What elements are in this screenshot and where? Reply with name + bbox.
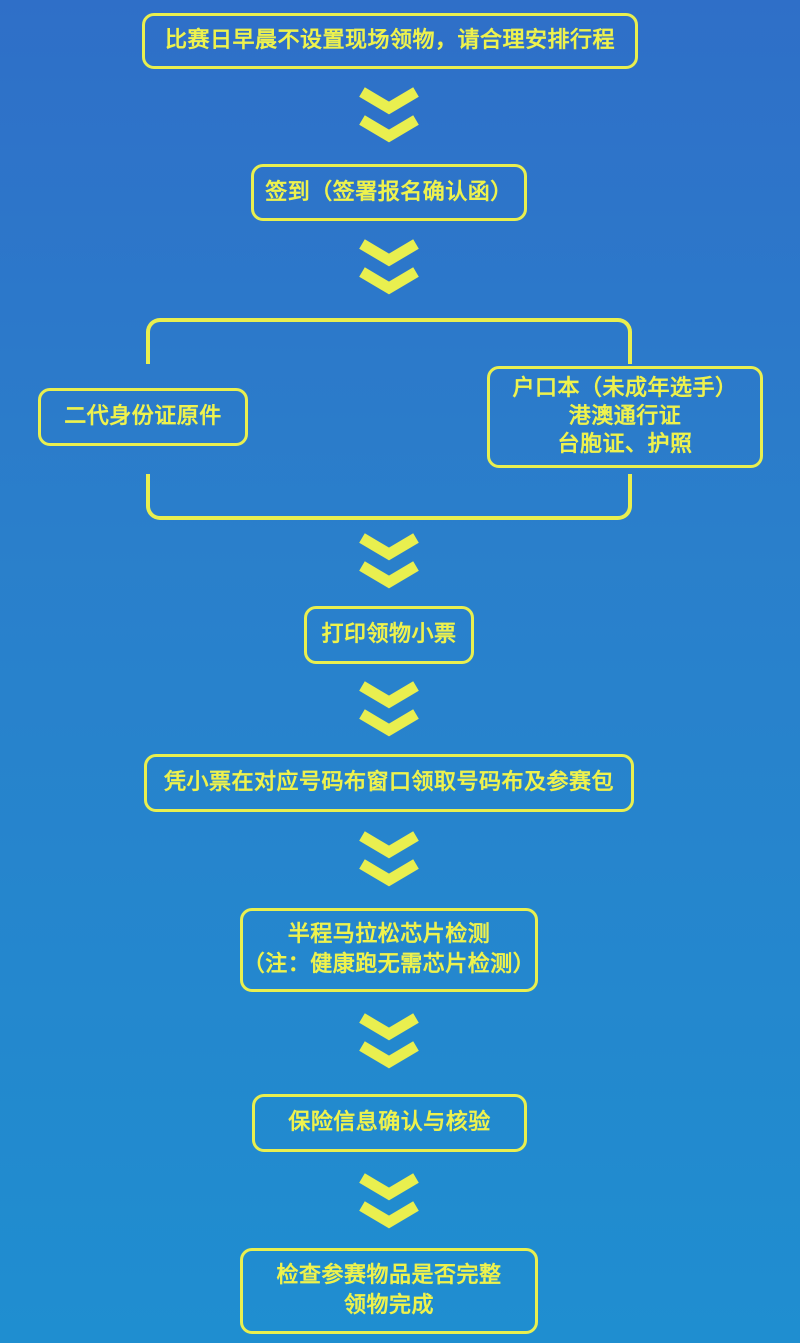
step-notice-text: 比赛日早晨不设置现场领物，请合理安排行程	[164, 28, 615, 53]
step-notice-box: 比赛日早晨不设置现场领物，请合理安排行程	[142, 13, 638, 69]
step-final-check-line-2: 领物完成	[343, 1293, 434, 1318]
step-checkin-text: 签到（签署报名确认函）	[265, 179, 513, 205]
id-option-left-text: 二代身份证原件	[64, 404, 222, 429]
step-collect-bib-text: 凭小票在对应号码布窗口领取号码布及参赛包	[163, 770, 614, 795]
chevron-down-double-icon	[359, 239, 419, 295]
chevron-down-double-icon	[359, 1013, 419, 1069]
chevron-down-double-icon	[359, 87, 419, 143]
step-checkin-box: 签到（签署报名确认函）	[251, 164, 527, 221]
id-option-right-line-2: 港澳通行证	[568, 404, 682, 429]
step-insurance-text: 保险信息确认与核验	[288, 1110, 491, 1135]
step-print-ticket-box: 打印领物小票	[304, 606, 474, 664]
step-print-ticket-text: 打印领物小票	[321, 622, 457, 647]
chevron-down-double-icon	[359, 831, 419, 887]
step-insurance-box: 保险信息确认与核验	[252, 1094, 527, 1152]
id-option-left-box: 二代身份证原件	[38, 388, 248, 446]
step-chip-check-box: 半程马拉松芯片检测 （注：健康跑无需芯片检测）	[240, 908, 538, 992]
step-chip-check-line-2: （注：健康跑无需芯片检测）	[242, 952, 536, 977]
step-collect-bib-box: 凭小票在对应号码布窗口领取号码布及参赛包	[144, 754, 634, 812]
id-option-right-box: 户口本（未成年选手） 港澳通行证 台胞证、护照	[487, 366, 763, 468]
id-options-bracket-top	[146, 318, 632, 364]
step-chip-check-line-1: 半程马拉松芯片检测	[287, 922, 491, 947]
chevron-down-double-icon	[359, 1173, 419, 1229]
chevron-down-double-icon	[359, 681, 419, 737]
id-options-bracket-bottom	[146, 474, 632, 520]
id-option-right-line-1: 户口本（未成年选手）	[512, 376, 738, 401]
chevron-down-double-icon	[359, 533, 419, 589]
id-option-right-line-3: 台胞证、护照	[557, 432, 693, 457]
step-final-check-box: 检查参赛物品是否完整 领物完成	[240, 1248, 538, 1334]
step-final-check-line-1: 检查参赛物品是否完整	[276, 1263, 502, 1288]
